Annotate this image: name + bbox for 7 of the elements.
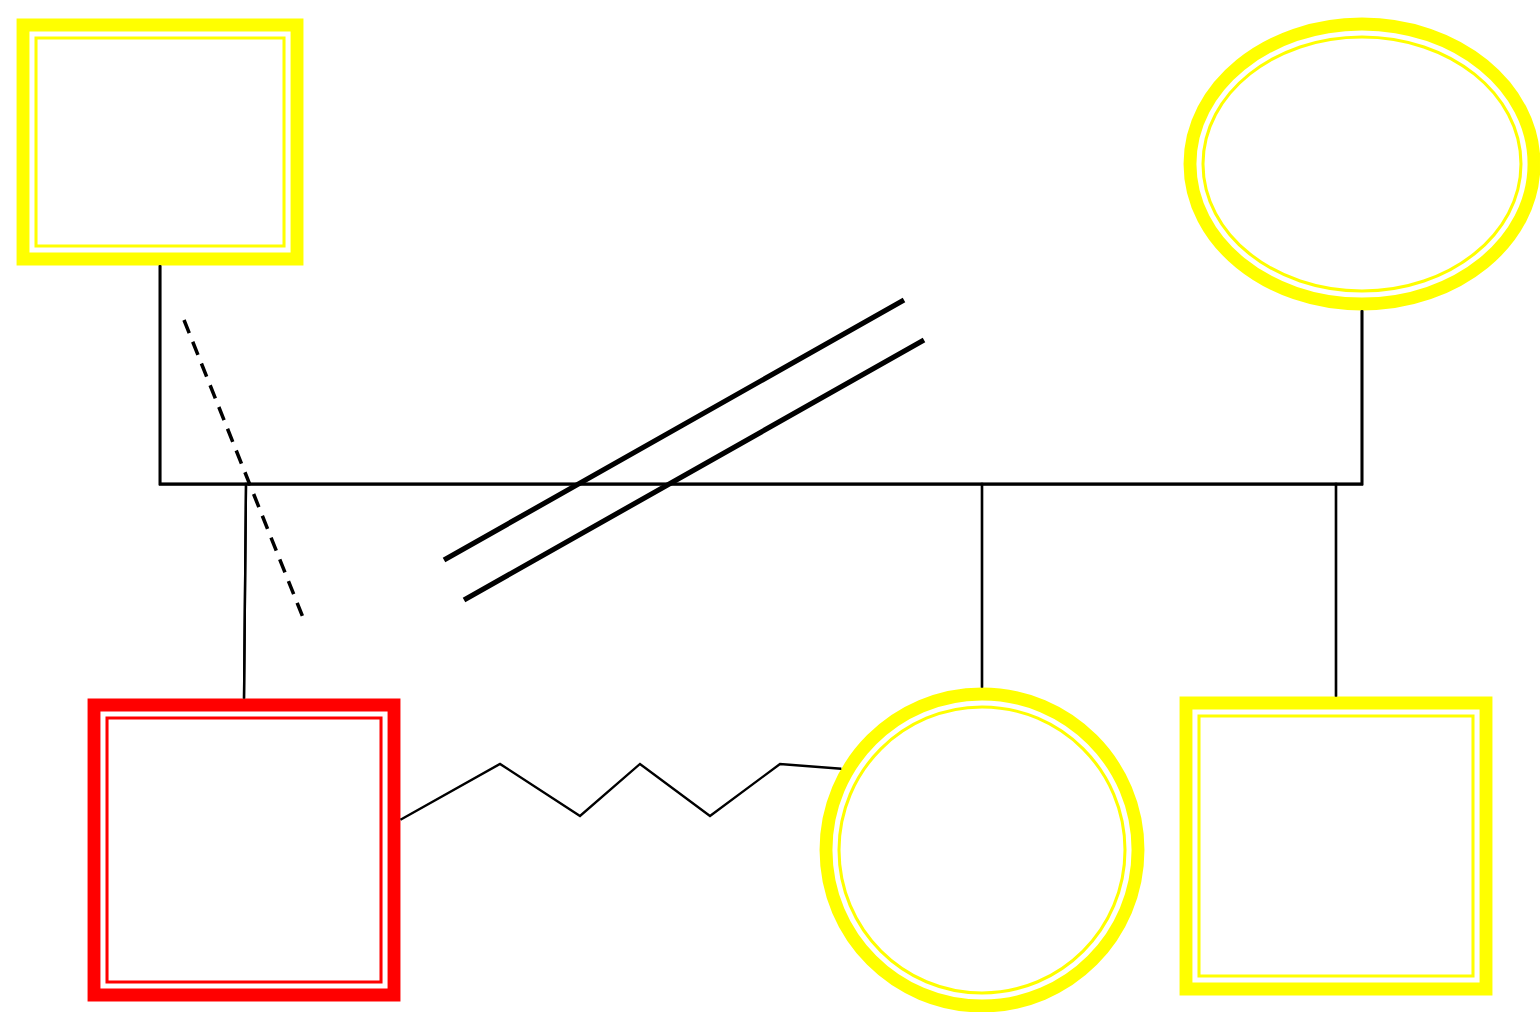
descent-line <box>1334 310 1364 697</box>
square-symbol <box>87 698 401 1002</box>
circle-symbol <box>819 687 1145 1012</box>
square-symbol <box>1179 696 1493 996</box>
zigzag-line <box>399 762 842 821</box>
circle-symbol <box>1183 17 1540 311</box>
square-symbol <box>16 18 304 266</box>
